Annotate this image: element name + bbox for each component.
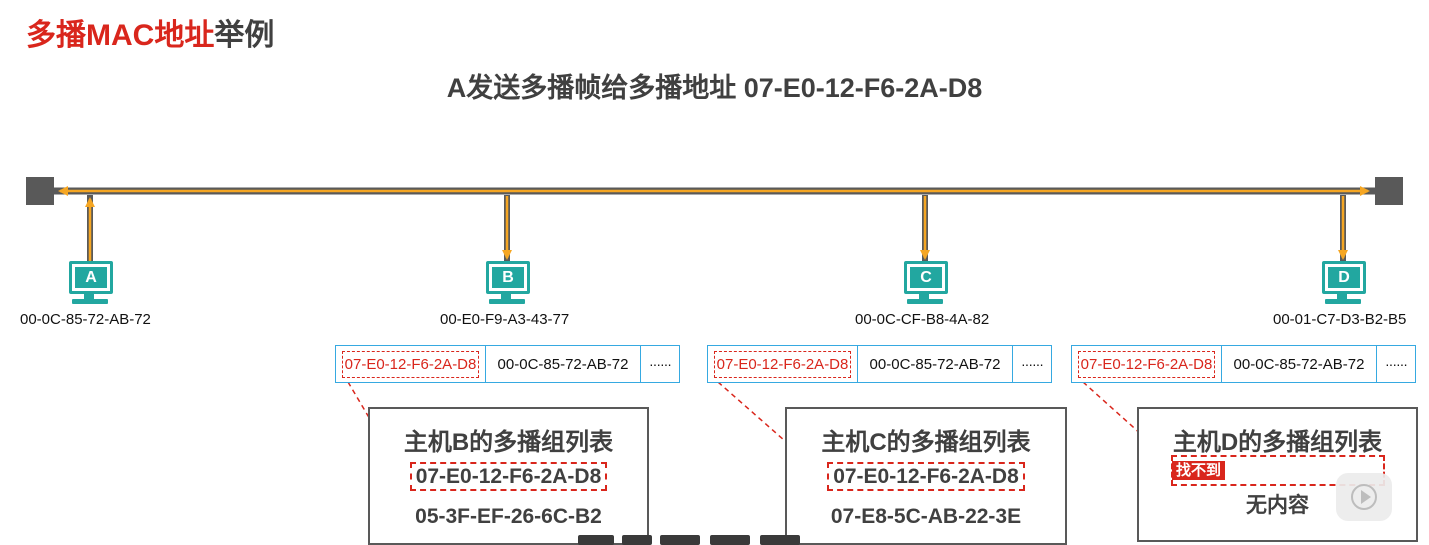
group-list-b-entry: 05-3F-EF-26-6C-B2 bbox=[415, 505, 602, 528]
bus-terminator-left bbox=[26, 177, 54, 205]
host-b-icon: B bbox=[480, 258, 534, 308]
frame-src-mac: 00-0C-85-72-AB-72 bbox=[1222, 346, 1377, 382]
host-d-icon: D bbox=[1316, 258, 1370, 308]
frame-dst-mac: 07-E0-12-F6-2A-D8 bbox=[1077, 350, 1216, 378]
frame-dst-mac: 07-E0-12-F6-2A-D8 bbox=[713, 350, 852, 378]
group-list-d-title: 主机D的多播组列表 bbox=[1172, 429, 1383, 456]
not-found-tag: 找不到 bbox=[1172, 461, 1226, 480]
host-a-icon: A bbox=[63, 258, 117, 308]
group-list-d-empty: 无内容 bbox=[1246, 494, 1309, 517]
host-b-label: B bbox=[492, 267, 524, 288]
host-a-mac: 00-0C-85-72-AB-72 bbox=[20, 311, 151, 328]
host-a-label: A bbox=[75, 267, 107, 288]
frame-more: ······ bbox=[649, 356, 672, 372]
frame-dst-mac: 07-E0-12-F6-2A-D8 bbox=[341, 350, 480, 378]
frame-at-d: 07-E0-12-F6-2A-D8 00-0C-85-72-AB-72 ····… bbox=[1071, 345, 1416, 383]
slide-title: 多播MAC地址举例 bbox=[26, 10, 274, 54]
frame-at-c: 07-E0-12-F6-2A-D8 00-0C-85-72-AB-72 ····… bbox=[707, 345, 1052, 383]
frame-more: ······ bbox=[1385, 356, 1408, 372]
group-list-b: 主机B的多播组列表 07-E0-12-F6-2A-D8 05-3F-EF-26-… bbox=[368, 407, 649, 545]
caption-strip bbox=[560, 530, 820, 545]
host-c-label: C bbox=[910, 267, 942, 288]
host-b-mac: 00-E0-F9-A3-43-77 bbox=[440, 311, 570, 328]
frame-more: ······ bbox=[1021, 356, 1044, 372]
slide-title-red: 多播MAC地址 bbox=[26, 19, 215, 52]
slide-subtitle: A发送多播帧给多播地址 07-E0-12-F6-2A-D8 bbox=[446, 73, 983, 103]
host-d-label: D bbox=[1328, 267, 1360, 288]
play-button[interactable] bbox=[1336, 473, 1392, 521]
group-list-c-entry: 07-E8-5C-AB-22-3E bbox=[830, 505, 1022, 528]
host-c-mac: 00-0C-CF-B8-4A-82 bbox=[855, 311, 990, 328]
group-list-c-entry-match: 07-E0-12-F6-2A-D8 bbox=[827, 462, 1025, 491]
group-list-b-entry-match: 07-E0-12-F6-2A-D8 bbox=[409, 462, 608, 491]
bus-terminator-right bbox=[1375, 177, 1403, 205]
frame-src-mac: 00-0C-85-72-AB-72 bbox=[858, 346, 1013, 382]
group-list-b-title: 主机B的多播组列表 bbox=[403, 429, 614, 456]
group-list-c-title: 主机C的多播组列表 bbox=[821, 429, 1031, 456]
group-list-c: 主机C的多播组列表 07-E0-12-F6-2A-D8 07-E8-5C-AB-… bbox=[785, 407, 1067, 545]
play-icon bbox=[1351, 484, 1377, 510]
host-c-icon: C bbox=[898, 258, 952, 308]
host-d-mac: 00-01-C7-D3-B2-B5 bbox=[1273, 311, 1407, 328]
slide-title-gray: 举例 bbox=[214, 19, 275, 52]
frame-at-b: 07-E0-12-F6-2A-D8 00-0C-85-72-AB-72 ····… bbox=[335, 345, 680, 383]
frame-src-mac: 00-0C-85-72-AB-72 bbox=[486, 346, 641, 382]
